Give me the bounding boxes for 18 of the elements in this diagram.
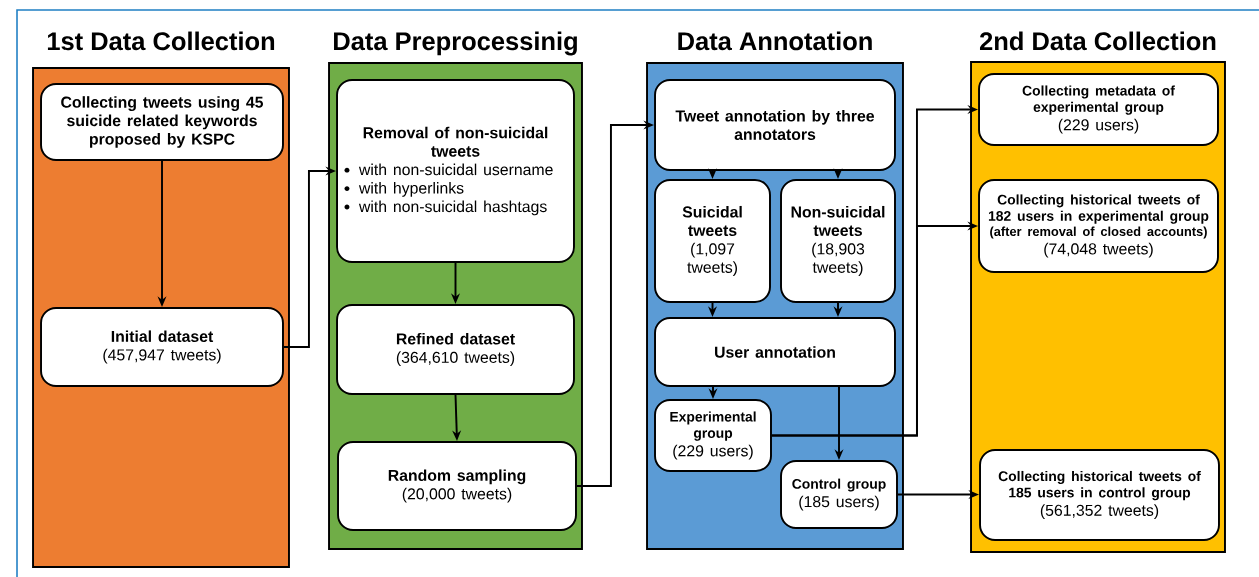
process-box: Control group (185 users) [780,460,898,529]
process-box: Removal of non-suicidal tweets with non-suicidal username with hyperlinks with non-suicidal hashtags [336,79,575,263]
panel-title: Data Annotation [678,31,872,51]
process-box: Tweet annotation by three annotators [654,79,896,171]
process-box: Initial dataset (457,947 tweets) [40,307,284,387]
process-box: Refined dataset (364,610 tweets) [336,304,575,395]
process-box: Collecting historical tweets of 185 users in control group (561,352 tweets) [979,449,1220,541]
panel-title: 1st Data Collection [47,31,275,51]
process-box: Random sampling (20,000 tweets) [337,441,577,531]
panel-title: Data Preprocessinig [334,31,577,56]
process-box: Collecting historical tweets of 182 users in experimental group (after removal of closed accounts) (74,048 tweets) [978,179,1219,273]
process-box: Collecting metadata of experimental group (229 users) [978,73,1219,146]
process-box: User annotation [654,317,896,387]
panel-title: 2nd Data Collection [980,31,1216,51]
process-box: Non-suicidal tweets (18,903 tweets) [780,179,896,303]
process-box: Experimental group (229 users) [654,399,772,472]
process-box: Collecting tweets using 45 suicide related keywords proposed by KSPC [40,83,284,161]
process-box: Suicidal tweets (1,097 tweets) [654,179,771,303]
